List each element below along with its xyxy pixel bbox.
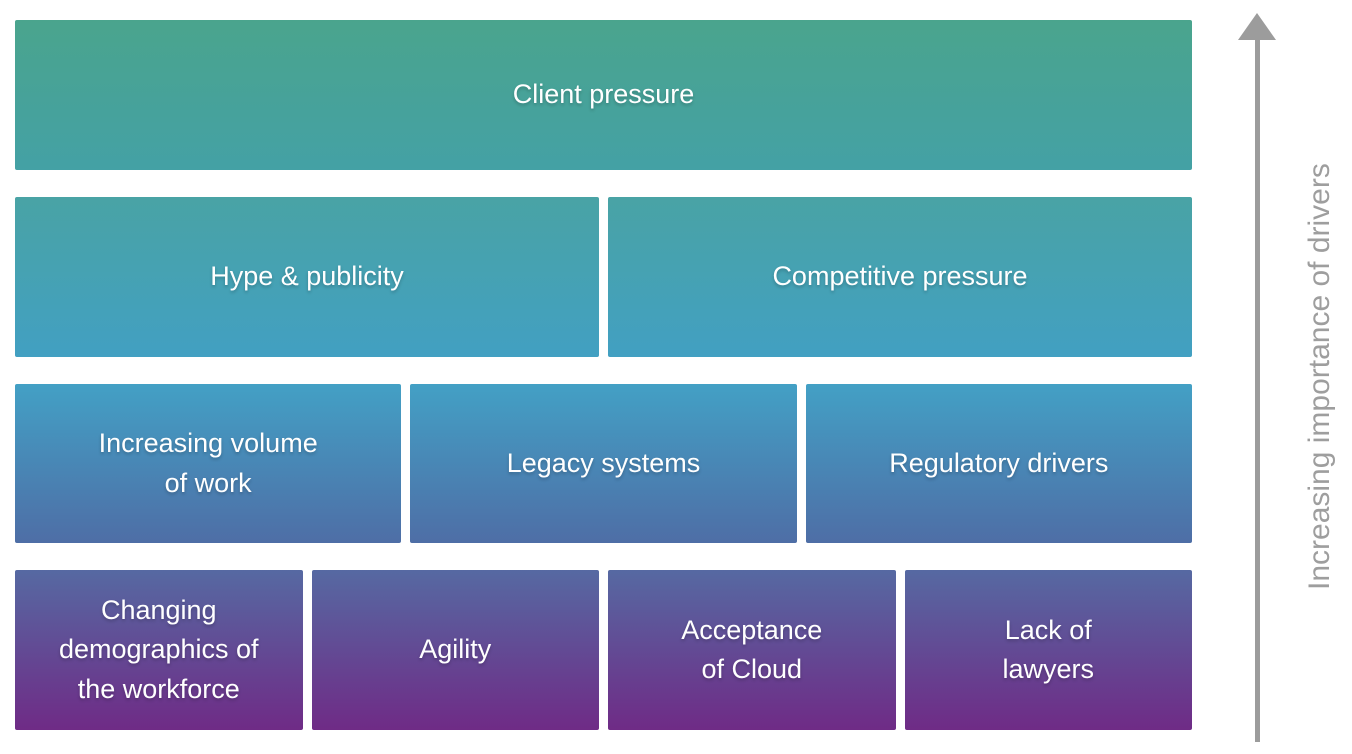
driver-box-client-pressure: Client pressure: [15, 20, 1192, 170]
driver-row-4: Changing demographics of the workforce A…: [15, 570, 1192, 730]
driver-box-agility: Agility: [311, 570, 599, 730]
driver-box-label: Lack of lawyers: [1002, 614, 1095, 684]
driver-box-label: Client pressure: [512, 79, 695, 110]
driver-box-lack-of-lawyers: Lack of lawyers: [904, 570, 1192, 730]
driver-box-label: Increasing volume of work: [98, 428, 318, 498]
arrow-up-icon: [1238, 13, 1276, 40]
driver-box-label: Hype & publicity: [210, 261, 404, 292]
importance-axis: Increasing importance of drivers: [1200, 0, 1352, 754]
driver-box-acceptance-of-cloud: Acceptance of Cloud: [608, 570, 896, 730]
driver-box-changing-demographics: Changing demographics of the workforce: [15, 570, 303, 730]
driver-box-increasing-volume-of-work: Increasing volume of work: [15, 384, 402, 543]
driver-box-competitive-pressure: Competitive pressure: [608, 197, 1192, 357]
driver-row-2: Hype & publicity Competitive pressure: [15, 197, 1192, 357]
importance-axis-label: Increasing importance of drivers: [1303, 163, 1336, 590]
driver-box-label: Legacy systems: [506, 447, 701, 478]
driver-row-3: Increasing volume of work Legacy systems…: [15, 384, 1192, 543]
driver-box-label: Competitive pressure: [772, 261, 1028, 292]
driver-box-label: Regulatory drivers: [889, 447, 1109, 478]
driver-box-hype-publicity: Hype & publicity: [15, 197, 599, 357]
driver-box-label: Changing demographics of the workforce: [58, 595, 259, 704]
driver-box-label: Agility: [419, 634, 492, 665]
driver-box-label: Acceptance of Cloud: [681, 614, 823, 684]
driver-box-regulatory-drivers: Regulatory drivers: [805, 384, 1192, 543]
driver-rows: Client pressure Hype & publicity Competi…: [15, 20, 1192, 730]
arrow-shaft: [1255, 32, 1260, 742]
driver-row-1: Client pressure: [15, 20, 1192, 170]
driver-box-legacy-systems: Legacy systems: [410, 384, 797, 543]
